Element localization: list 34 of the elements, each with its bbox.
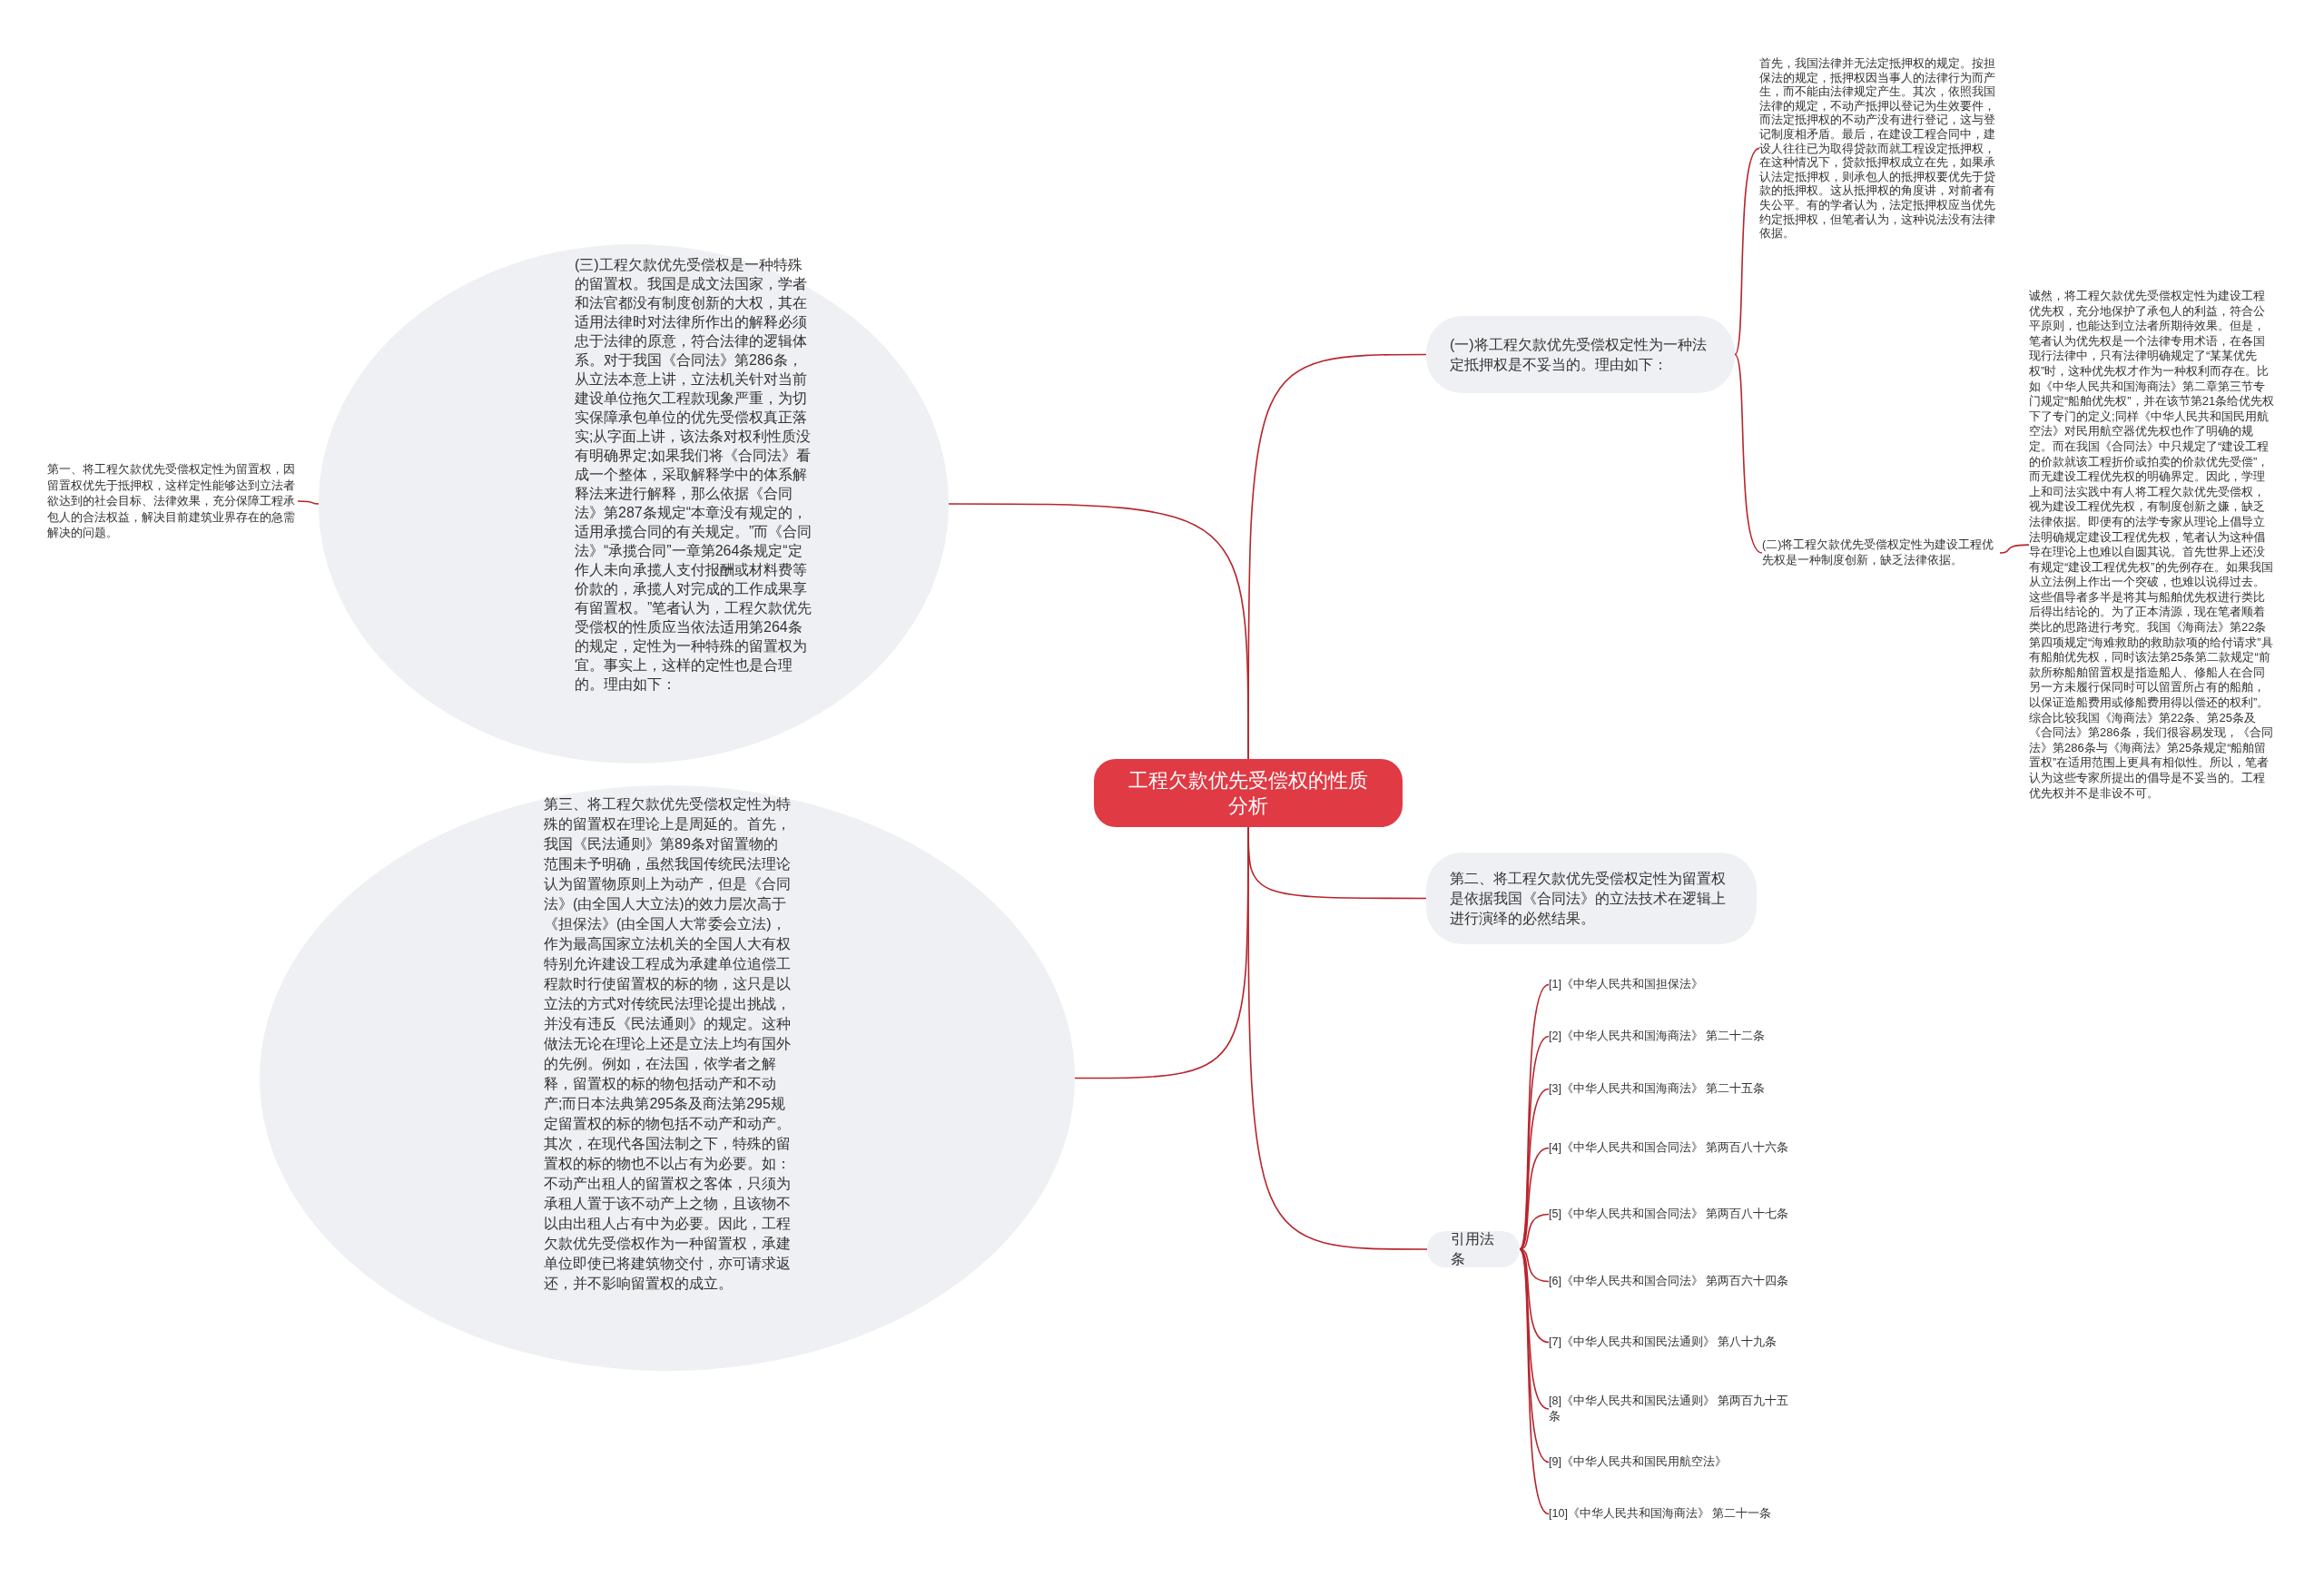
connector-line [1519, 1248, 1550, 1515]
paragraph-text: [7]《中华人民共和国民法通则》 第八十九条 [1549, 1335, 1796, 1350]
paragraph-text: [3]《中华人民共和国海商法》 第二十五条 [1549, 1081, 1796, 1097]
paragraph-text: [6]《中华人民共和国合同法》 第两百六十四条 [1549, 1274, 1796, 1289]
connector-line [1519, 1248, 1550, 1464]
topic-pill [1426, 853, 1757, 944]
node-text: (三)工程欠款优先受偿权是一种特殊的留置权。我国是成文法国家，学者和法官都没有制度创新的大权，其在适用法律时对法律所作出的解释必须忠于法律的原意，符合法律的逻辑体系。对于我国《合同法》第286条，从立法本意上讲，立法机关针对当前建设单位拖欠工程款现象严重，为切实保障承包单位的优先受偿权真正落实;从字面上讲，该法条对权利性质没有明确界定;如果我们将《合同法》看成一个整体，采取解释学中的体系解释法来进行解释，那么依据《合同法》第287条规定“本章没有规定的，适用承揽合同的有关规定。”而《合同法》“承揽合同”一章第264条规定“定作人未向承揽人支付报酬或材料费等价款的，承揽人对完成的工作成果享有留置权。”笔者认为，工程欠款优先受偿权的性质应当依法适用第264条的规定，定性为一种特殊的留置权为宜。事实上，这样的定性也是合理的。理由如下： [575, 256, 813, 694]
paragraph-text: [2]《中华人民共和国海商法》 第二十二条 [1549, 1029, 1796, 1044]
node-text: 引用法条 [1451, 1230, 1495, 1268]
central-topic-box [1094, 759, 1403, 827]
paragraph-text: [4]《中华人民共和国合同法》 第两百八十六条 [1549, 1140, 1796, 1156]
node-text: 第三、将工程欠款优先受偿权定性为特殊的留置权在理论上是周延的。首先，我国《民法通则》第89条对留置物的范围未予明确，虽然我国传统民法理论认为留置物原则上为动产，但是《合同法》(由全国人大立法)的效力层次高于《担保法》(由全国人大常委会立法)，作为最高国家立法机关的全国人大有权特别允许建设工程成为承建单位追偿工程款时行使留置权的标的物，这只是以立法的方式对传统民法理论提出挑战，并没有违反《民法通则》的规定。这种做法无论在理论上还是立法上均有国外的先例。例如，在法国，依学者之解释，留置权的标的物包括动产和不动产;而日本法典第295条及商法第295规定留置权的标的物包括不动产和动产。其次，在现代各国法制之下，特殊的留置权的标的物也不以占有为必要。如：不动产出租人的留置权之客体，只须为承租人置于该不动产上之物，且该物不以由出租人占有中为必要。因此，工程欠款优先受偿权作为一种留置权，承建单位即使已将建筑物交付，亦可请求返还，并不影响留置权的成立。 [544, 795, 791, 1293]
paragraph-text: [9]《中华人民共和国民用航空法》 [1549, 1454, 1796, 1470]
paragraph-text: (二)将工程欠款优先受偿权定性为建设工程优先权是一种制度创新，缺乏法律依据。 [1762, 537, 2000, 568]
connector-line [1734, 353, 1763, 554]
connector-line [1519, 1088, 1550, 1250]
node-text: (一)将工程欠款优先受偿权定性为一种法定抵押权是不妥当的。理由如下： [1450, 335, 1708, 374]
connector-line [1247, 826, 1428, 1250]
connector-line [1247, 353, 1427, 760]
node-text: 第二、将工程欠款优先受偿权定性为留置权是依据我国《合同法》的立法技术在逻辑上进行演绎的必然结果。 [1450, 869, 1727, 928]
topic-title: 工程欠款优先受偿权的性质分析 [1128, 767, 1369, 819]
paragraph-text: [10]《中华人民共和国海商法》 第二十一条 [1549, 1506, 1796, 1522]
paragraph-text: [5]《中华人民共和国合同法》 第两百八十七条 [1549, 1207, 1796, 1222]
connector-line [1734, 147, 1760, 356]
paragraph-text: 诚然，将工程欠款优先受偿权定性为建设工程优先权，充分地保护了承包人的利益，符合公平原则，也能达到立法者所期待效果。但是，笔者认为优先权是一个法律专用术语，在各国现行法律中，只有法律明确规定了“某某优先权”时，这种优先权才作为一种权利而存在。比如《中华人民共和国海商法》第二章第三节专门规定“船舶优先权”，并在该节第21条给优先权下了专门的定义;同样《中华人民共和国民用航空法》对民用航空器优先权也作了明确的规定。而在我国《合同法》中只规定了“建设工程的价款就该工程折价或拍卖的价款优先受偿”，而无建设工程优先权的明确界定。因此，学理上和司法实践中有人将工程欠款优先受偿权，视为建设工程优先权，有制度创新之嫌，缺乏法律依据。即便有的法学专家从理论上倡导立法明确规定建设工程优先权，笔者认为这种倡导在理论上也难以自圆其说。首先世界上还没有规定“建设工程优先权”的先例存在。如果我国从立法例上作出一个突破，也难以说得过去。这些倡导者多半是将其与船舶优先权进行类比后得出结论的。为了正本清源，现在笔者顺着类比的思路进行考究。我国《海商法》第22条第四项规定“海难救助的救助款项的给付请求”具有船舶优先权，同时该法第25条第二款规定“前款所称船舶留置权是指造船人、修船人在合同另一方未履行保同时可以留置所占有的船舶，以保证造船费用或修船费用得以偿还的权利”。综合比较我国《海商法》第22条、第25条及《合同法》第286条，我们很容易发现，《合同法》第286条与《海商法》第25条规定“船舶留置权”在适用范围上更具有相似性。所以，笔者认为这些专家所提出的倡导是不妥当的。工程优先权并不是非设不可。 [2029, 289, 2276, 802]
paragraph-text: [8]《中华人民共和国民法通则》 第两百九十五条 [1549, 1394, 1796, 1424]
paragraph-text: 第一、将工程欠款优先受偿权定性为留置权，因留置权优先于抵押权，这样定性能够达到立法者欲达到的社会目标、法律效果，充分保障工程承包人的合法权益，解决目前建筑业界存在的急需解决的问题。 [47, 461, 298, 541]
paragraph-text: 首先，我国法律并无法定抵押权的规定。按担保法的规定，抵押权因当事人的法律行为而产生，而不能由法律规定产生。其次，依照我国法律的规定，不动产抵押以登记为生效要件，而法定抵押权的不动产没有进行登记，这与登记制度相矛盾。最后，在建设工程合同中，建设人往往已为取得贷款而就工程设定抵押权，在这种情况下，贷款抵押权成立在先，如果承认法定抵押权，则承包人的抵押权要优先于贷款的抵押权。这从抵押权的角度讲，对前者有失公平。有的学者认为，法定抵押权应当优先约定抵押权，但笔者认为，这种说法没有法律依据。 [1759, 56, 2006, 241]
connector-line [1519, 1248, 1550, 1283]
connector-line [1519, 1213, 1550, 1250]
connector-line [297, 500, 320, 505]
paragraph-text: [1]《中华人民共和国担保法》 [1549, 977, 1796, 992]
connector-line [1999, 544, 2030, 554]
topic-pill [1427, 1231, 1520, 1267]
